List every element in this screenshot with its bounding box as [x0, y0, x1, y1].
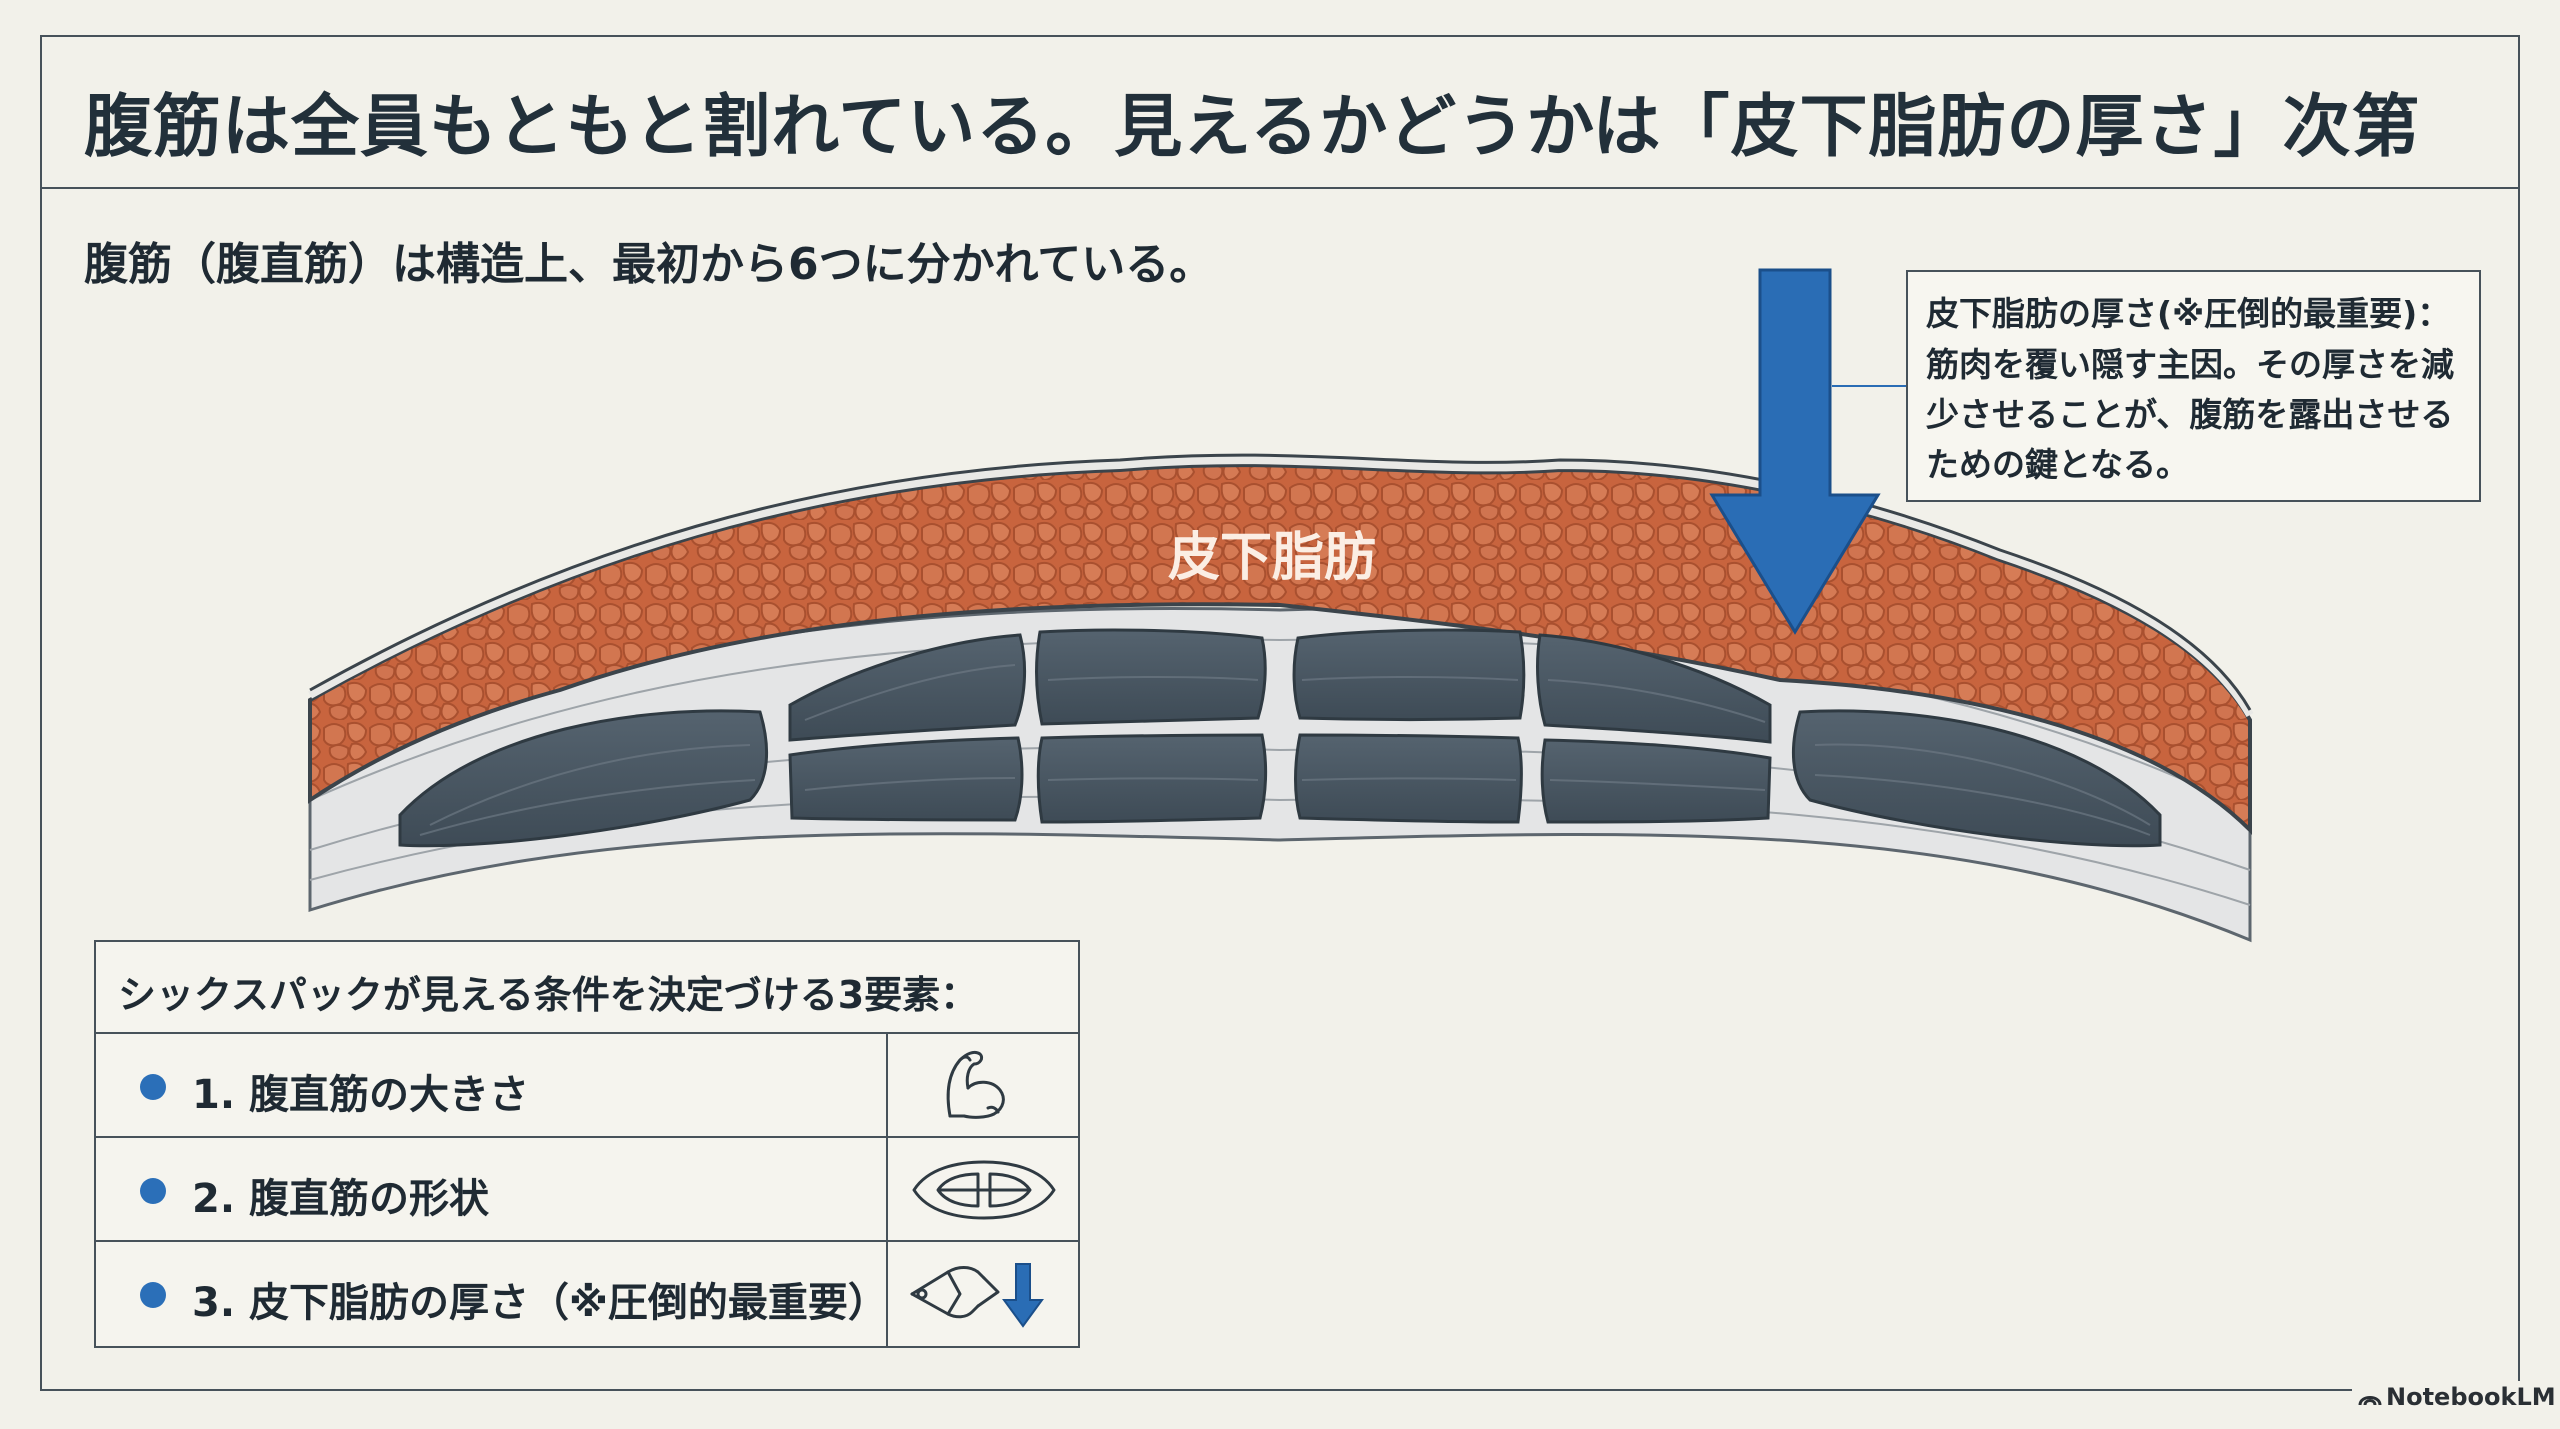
factor-label: 2. 腹直筋の形状 — [192, 1176, 489, 1222]
slide-frame: 腹筋は全員もともと割れている。見えるかどうかは「皮下脂肪の厚さ」次第 — [40, 35, 2520, 1391]
brand-watermark: NotebookLM — [2352, 1381, 2560, 1413]
fat-layer-label: 皮下脂肪 — [1168, 528, 1377, 588]
ab-muscle-shape-icon — [912, 1160, 1056, 1220]
fat-reduction-arrow — [1709, 268, 1881, 635]
factor-row: 1. 腹直筋の大きさ — [96, 1034, 1078, 1138]
muscle-segment-lower-4 — [1540, 738, 1772, 824]
factor-icon-cell — [886, 1034, 1080, 1136]
muscle-segment-upper-3 — [1292, 628, 1526, 721]
page-title: 腹筋は全員もともと割れている。見えるかどうかは「皮下脂肪の厚さ」次第 — [84, 88, 2421, 167]
title-bar: 腹筋は全員もともと割れている。見えるかどうかは「皮下脂肪の厚さ」次第 — [42, 37, 2518, 189]
brand-text: NotebookLM — [2386, 1383, 2556, 1411]
skin-line — [308, 456, 2254, 717]
muscle-segment-upper-4 — [1536, 633, 1772, 744]
muscle-segment-lower-1 — [788, 736, 1024, 822]
factor-row: 2. 腹直筋の形状 — [96, 1138, 1078, 1242]
fat-thickness-callout: 皮下脂肪の厚さ(※圧倒的最重要)： 筋肉を覆い隠す主因。その厚さを減少させること… — [1906, 270, 2481, 502]
muscle-fiber-lines — [419, 664, 2151, 836]
muscle-segment-outer-right — [1791, 709, 2162, 848]
bullet-icon — [140, 1178, 166, 1204]
factors-table: シックスパックが見える条件を決定づける3要素： 1. 腹直筋の大きさ 2. 腹直… — [94, 940, 1080, 1348]
muscle-segment-upper-1 — [788, 633, 1027, 742]
factors-table-heading: シックスパックが見える条件を決定づける3要素： — [96, 942, 1078, 1034]
muscle-segment-outer-left — [398, 709, 769, 848]
factors-heading-text: シックスパックが見える条件を決定づける3要素： — [118, 973, 979, 1017]
factor-row: 3. 皮下脂肪の厚さ（※圧倒的最重要） — [96, 1242, 1078, 1346]
caliper-down-arrow-icon — [910, 1263, 1044, 1328]
factor-label: 1. 腹直筋の大きさ — [192, 1072, 529, 1118]
flexed-arm-icon — [946, 1050, 1005, 1119]
factor-icon-cell — [886, 1242, 1080, 1346]
callout-body: 筋肉を覆い隠す主因。その厚さを減少させることが、腹筋を露出させるための鍵となる。 — [1926, 345, 2454, 484]
callout-title: 皮下脂肪の厚さ(※圧倒的最重要)： — [1926, 294, 2451, 333]
notebooklm-logo-icon — [2358, 1396, 2382, 1406]
subtitle: 腹筋（腹直筋）は構造上、最初から6つに分かれている。 — [84, 239, 1214, 290]
fascia-layer — [308, 607, 2252, 943]
rectus-abdominis-segments — [398, 628, 2162, 848]
bullet-icon — [140, 1282, 166, 1308]
bullet-icon — [140, 1074, 166, 1100]
factor-icon-cell — [886, 1138, 1080, 1240]
factor-label: 3. 皮下脂肪の厚さ（※圧倒的最重要） — [192, 1280, 888, 1326]
